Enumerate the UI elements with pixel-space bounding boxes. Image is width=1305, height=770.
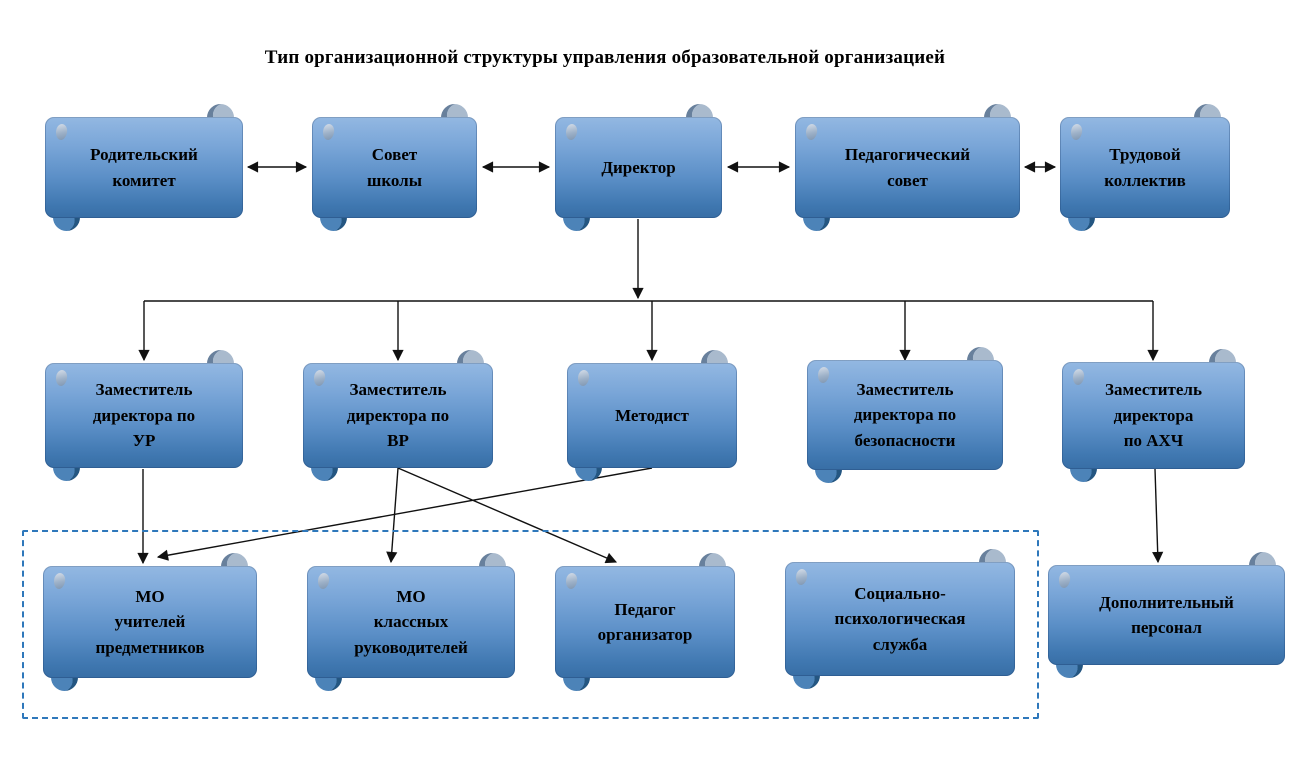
org-node-additional-staff: Дополнительный персонал (1048, 552, 1285, 678)
org-node-parent-committee: Родительский комитет (45, 104, 243, 231)
scroll-fold-dot (576, 369, 591, 387)
org-node-label: Заместитель директора по АХЧ (1105, 380, 1202, 451)
scroll-fold-dot (804, 123, 819, 141)
org-node-label: Директор (601, 157, 676, 177)
org-node-deputy-security: Заместитель директора по безопасности (807, 347, 1003, 483)
scroll-fold-dot (54, 123, 69, 141)
org-node-director: Директор (555, 104, 722, 231)
org-node-label: МО классных руководителей (354, 586, 468, 657)
org-node-pedagogical-council: Педагогический совет (795, 104, 1020, 231)
org-node-methodist: Методист (567, 350, 737, 481)
org-node-label: Социально- психологическая служба (834, 583, 966, 654)
org-node-label: Заместитель директора по безопасности (853, 379, 957, 450)
scroll-fold-dot (1069, 123, 1084, 141)
scroll-fold-dot (564, 572, 579, 590)
org-node-label: Дополнительный персонал (1099, 592, 1234, 638)
org-node-label: Трудовой коллектив (1104, 145, 1186, 190)
org-node-deputy-vr: Заместитель директора по ВР (303, 350, 493, 481)
diagram-title: Тип организационной структуры управления… (264, 47, 946, 68)
org-node-school-council: Совет школы (312, 104, 477, 231)
org-node-deputy-ahch: Заместитель директора по АХЧ (1062, 349, 1245, 482)
org-node-label: Заместитель директора по УР (92, 380, 196, 451)
org-node-label: Методист (615, 405, 689, 425)
scroll-fold-dot (1057, 571, 1072, 589)
org-node-label: Совет школы (366, 145, 422, 190)
scroll-fold-dot (321, 123, 336, 141)
org-node-deputy-ur: Заместитель директора по УР (45, 350, 243, 481)
org-node-label: МО учителей предметников (95, 586, 205, 657)
org-node-labor-collective: Трудовой коллектив (1060, 104, 1230, 231)
arrow-ahch-staff (1152, 468, 1164, 564)
org-node-label: Заместитель директора по ВР (346, 380, 450, 451)
org-node-mo-subject-teachers: МО учителей предметников (43, 553, 257, 691)
org-node-label: Педагогический совет (844, 145, 971, 190)
org-node-socio-psych-service: Социально- психологическая служба (785, 549, 1015, 689)
org-node-label: Родительский комитет (90, 145, 198, 190)
org-node-label: Педагог организатор (597, 599, 693, 645)
org-node-mo-class-teachers: МО классных руководителей (307, 553, 515, 691)
scroll-fold-dot (564, 123, 579, 141)
org-node-pedagog-organizer: Педагог организатор (555, 553, 735, 691)
dashed-group-border (22, 530, 1039, 719)
